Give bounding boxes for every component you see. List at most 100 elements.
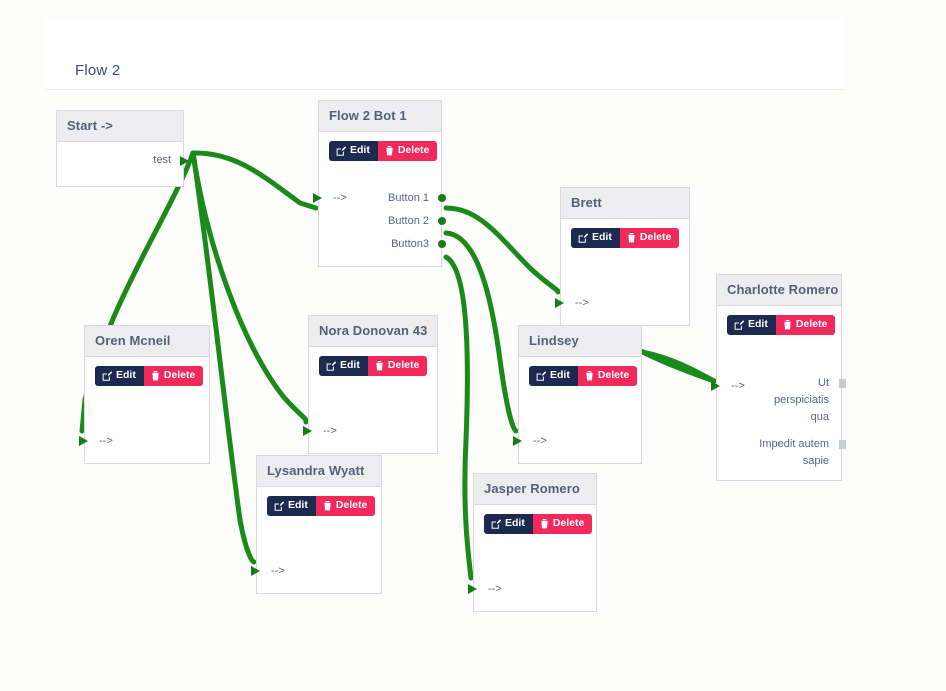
edit-button[interactable]: Edit (529, 366, 578, 386)
node-action-row: Edit Delete (257, 487, 381, 516)
node-oren-mcneil[interactable]: Oren Mcneil Edit Delete (79, 325, 210, 464)
node-start[interactable]: Start -> test (56, 110, 189, 187)
node-jasper-romero[interactable]: Jasper Romero Edit Delete (468, 473, 597, 612)
port-spacer (717, 426, 841, 436)
port-marker-in-icon[interactable] (555, 297, 564, 308)
port-out-ut-perspiciatis-qua[interactable]: Ut perspiciatis qua (773, 376, 829, 423)
port-in-label[interactable]: --> (575, 296, 589, 309)
delete-button[interactable]: Delete (315, 496, 376, 516)
trash-icon (151, 370, 160, 381)
edit-button-label: Edit (748, 318, 768, 330)
node-start-body: test (57, 142, 189, 186)
port-row-out-2: Impedit autem sapie (717, 436, 846, 470)
node-nora-donovan-43[interactable]: Nora Donovan 43 Edit Delete (303, 315, 438, 454)
delete-button-label: Delete (335, 499, 368, 511)
port-row-in-out-1: --> Button 1 (313, 187, 446, 210)
port-in-label[interactable]: --> (333, 191, 347, 204)
edit-button[interactable]: Edit (484, 514, 533, 534)
delete-button-label: Delete (639, 231, 672, 243)
edit-button[interactable]: Edit (95, 366, 144, 386)
port-in-label[interactable]: --> (488, 582, 502, 595)
node-flow-2-bot-1[interactable]: Flow 2 Bot 1 Edit Delete (313, 100, 446, 267)
node-charlotte-romero-title: Charlotte Romero (717, 275, 841, 306)
port-in-label[interactable]: --> (99, 434, 113, 447)
node-ports: --> (79, 430, 209, 463)
node-ports: --> (251, 560, 381, 593)
port-marker-in-icon[interactable] (313, 192, 322, 203)
port-row-in: --> (251, 560, 381, 583)
card-header: Flow 2 (45, 18, 845, 90)
edit-button-label: Edit (340, 359, 360, 371)
node-ports: --> (303, 420, 437, 453)
port-row-out-3: Button3 (319, 233, 446, 256)
node-action-row: Edit Delete (561, 219, 689, 248)
port-out-button-3[interactable]: Button3 (391, 237, 429, 250)
delete-button[interactable]: Delete (775, 315, 836, 335)
trash-icon (627, 232, 636, 243)
node-action-row: Edit Delete (85, 357, 209, 386)
delete-button[interactable]: Delete (577, 366, 638, 386)
edit-button-label: Edit (288, 499, 308, 511)
port-marker-in-icon[interactable] (79, 435, 88, 446)
edit-button[interactable]: Edit (727, 315, 776, 335)
node-action-row: Edit Delete (717, 306, 841, 335)
delete-button-label: Delete (795, 318, 828, 330)
port-in-label[interactable]: --> (533, 434, 547, 447)
port-marker-out-icon[interactable] (839, 378, 846, 388)
node-ports: --> Ut perspiciatis qua Impedit autem sa… (711, 375, 846, 480)
node-brett[interactable]: Brett Edit Delete (555, 187, 690, 326)
pencil-square-icon (578, 233, 588, 243)
port-row-out-2: Button 2 (319, 210, 446, 233)
pencil-square-icon (491, 519, 501, 529)
trash-icon (385, 145, 394, 156)
node-oren-mcneil-body: Edit Delete --> (79, 357, 209, 463)
node-jasper-romero-body: Edit Delete --> (468, 505, 596, 611)
port-marker-out-icon[interactable] (438, 193, 446, 202)
port-marker-in-icon[interactable] (251, 565, 260, 576)
pencil-square-icon (274, 501, 284, 511)
node-ports: --> (468, 578, 596, 611)
port-marker-out-icon[interactable] (180, 156, 189, 166)
port-row-in: --> (468, 578, 596, 601)
delete-button[interactable]: Delete (619, 228, 680, 248)
port-in-label[interactable]: --> (323, 424, 337, 437)
edit-button[interactable]: Edit (267, 496, 316, 516)
node-lysandra-wyatt[interactable]: Lysandra Wyatt Edit Delete (251, 455, 382, 594)
port-marker-in-icon[interactable] (711, 380, 720, 391)
edit-button-label: Edit (505, 517, 525, 529)
node-lindsey-title: Lindsey (519, 326, 641, 357)
port-marker-out-icon[interactable] (438, 239, 446, 248)
delete-button-label: Delete (597, 369, 630, 381)
port-marker-out-icon[interactable] (839, 439, 846, 449)
edit-button[interactable]: Edit (571, 228, 620, 248)
port-out-button-1[interactable]: Button 1 (388, 191, 429, 204)
delete-button[interactable]: Delete (532, 514, 593, 534)
port-marker-out-icon[interactable] (438, 216, 446, 225)
port-row-in: --> (79, 430, 209, 453)
trash-icon (783, 319, 792, 330)
delete-button[interactable]: Delete (377, 141, 438, 161)
node-nora-donovan-43-body: Edit Delete --> (303, 347, 437, 453)
port-marker-in-icon[interactable] (513, 435, 522, 446)
edit-button[interactable]: Edit (329, 141, 378, 161)
delete-button[interactable]: Delete (143, 366, 204, 386)
node-charlotte-romero[interactable]: Charlotte Romero Edit Delete (711, 274, 846, 481)
edit-button[interactable]: Edit (319, 356, 368, 376)
node-lindsey[interactable]: Lindsey Edit Delete (513, 325, 642, 464)
node-jasper-romero-title: Jasper Romero (474, 474, 596, 505)
node-brett-body: Edit Delete --> (555, 219, 689, 325)
port-marker-in-icon[interactable] (303, 425, 312, 436)
port-in-label[interactable]: --> (271, 564, 285, 577)
pencil-square-icon (102, 371, 112, 381)
port-marker-in-icon[interactable] (468, 583, 477, 594)
port-out-test[interactable]: test (153, 154, 171, 166)
port-row-in-out-1: --> Ut perspiciatis qua (711, 375, 846, 426)
node-action-row: Edit Delete (519, 357, 641, 386)
port-out-impedit-autem-sapie[interactable]: Impedit autem sapie (759, 437, 829, 467)
port-row-in: --> (555, 292, 689, 315)
port-in-label[interactable]: --> (731, 379, 745, 392)
edit-button-label: Edit (550, 369, 570, 381)
node-flow-2-bot-1-title: Flow 2 Bot 1 (319, 101, 441, 132)
delete-button[interactable]: Delete (367, 356, 428, 376)
port-out-button-2[interactable]: Button 2 (388, 214, 429, 227)
